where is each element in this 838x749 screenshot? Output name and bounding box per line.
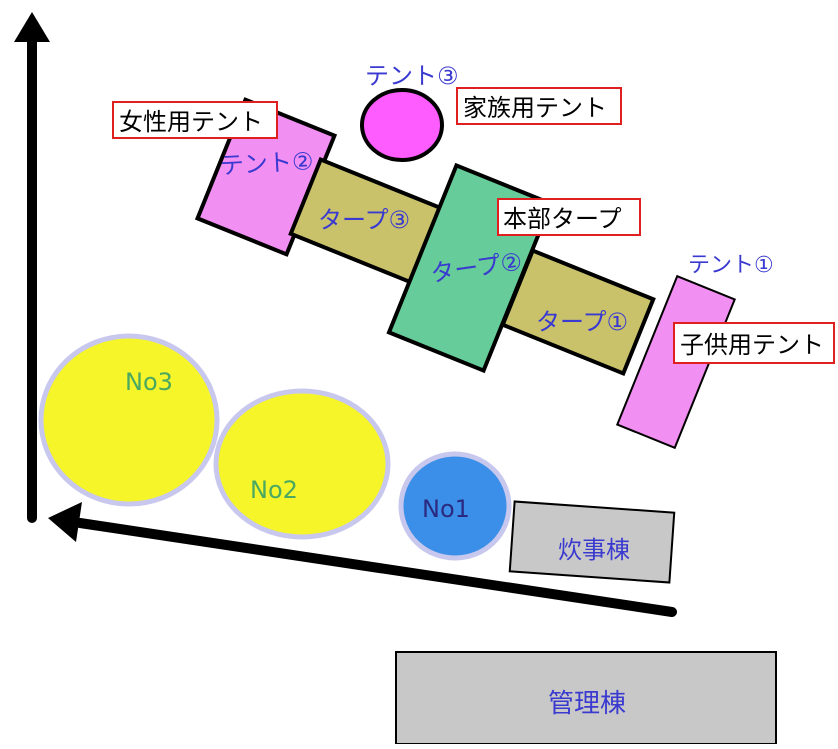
callout-kids-tent: 子供用テント <box>673 322 835 364</box>
callout-kids-tent-text: 子供用テント <box>680 331 824 359</box>
callout-family-tent-text: 家族用テント <box>463 94 607 122</box>
callout-womens-tent-text: 女性用テント <box>119 108 263 136</box>
circle-no2 <box>213 388 391 540</box>
circle-no3-label: No3 <box>125 368 173 396</box>
bottom-arrow <box>48 502 677 617</box>
circle-no1 <box>398 451 512 561</box>
circle-no1-label: No1 <box>422 495 470 523</box>
tent-2-label: テント② <box>219 147 314 180</box>
callout-hq-tarp-text: 本部タープ <box>503 205 622 233</box>
vertical-arrow <box>14 12 50 523</box>
tarp-1-label: タープ① <box>536 308 628 336</box>
callout-womens-tent: 女性用テント <box>112 101 278 139</box>
tent-3-label: テント③ <box>365 62 459 90</box>
management-building <box>395 651 777 745</box>
circle-no2-label: No2 <box>250 476 298 504</box>
tent-3 <box>360 88 444 162</box>
management-building-label: 管理棟 <box>548 689 626 719</box>
kitchen-building <box>508 500 676 584</box>
tent-1-label: テント① <box>688 253 774 278</box>
callout-hq-tarp: 本部タープ <box>497 198 641 236</box>
kitchen-building-label: 炊事棟 <box>558 536 630 564</box>
tarp-3-label: タープ③ <box>318 206 410 234</box>
callout-family-tent: 家族用テント <box>456 87 622 125</box>
circle-no3 <box>38 333 220 507</box>
